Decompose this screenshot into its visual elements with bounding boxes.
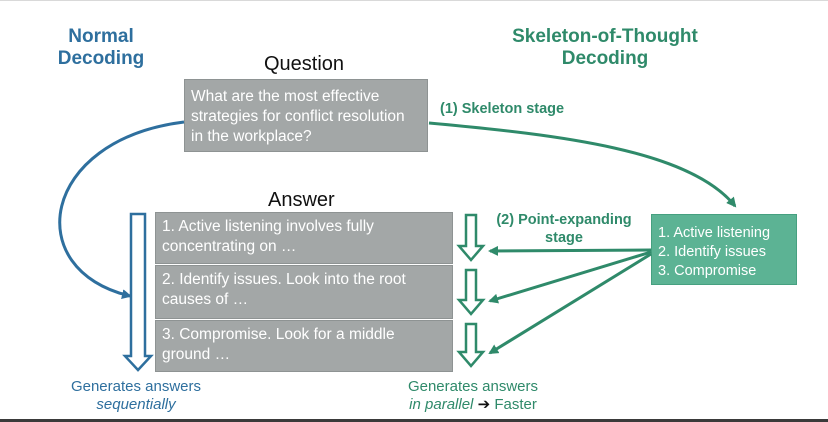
answer-box-1: 1. Active listening involves fully conce… [155, 212, 453, 264]
sot-heading-line2: Decoding [561, 48, 649, 69]
parallel-caption-faster: Faster [494, 396, 537, 413]
bottom-divider [0, 419, 828, 422]
parallel-caption: Generates answers in parallel ➔ Faster [388, 378, 558, 414]
faster-arrow-icon: ➔ [477, 396, 491, 413]
expand-arrow-1 [488, 245, 652, 256]
parallel-caption-italic: in parallel [409, 396, 474, 413]
sot-decoding-heading: Skeleton-of-Thought Decoding [490, 26, 720, 70]
parallel-caption-line1: Generates answers [407, 378, 539, 395]
answer-box-2: 2. Identify issues. Look into the root c… [155, 265, 453, 319]
point-expanding-label: (2) Point-expanding stage [484, 211, 644, 247]
normal-decoding-heading: Normal Decoding [40, 26, 162, 70]
skeleton-item-1: 1. Active listening [658, 225, 771, 241]
sequential-caption-line2: sequentially [96, 396, 176, 413]
sequential-caption-line1: Generates answers [70, 378, 202, 395]
expand-arrow-3 [488, 252, 652, 355]
sequential-caption: Generates answers sequentially [56, 378, 216, 414]
normal-heading-line2: Decoding [57, 48, 145, 69]
sequential-down-arrow-icon [122, 212, 154, 372]
point-expanding-line1: (2) Point-expanding [496, 212, 632, 228]
question-label: Question [264, 53, 345, 75]
top-divider [0, 0, 828, 1]
skeleton-box: 1. Active listening 2. Identify issues 3… [651, 214, 797, 285]
skeleton-item-3: 3. Compromise [658, 263, 757, 279]
skeleton-stage-label: (1) Skeleton stage [440, 101, 565, 117]
expand-arrow-2 [488, 250, 652, 304]
parallel-down-arrow-2-icon [456, 268, 486, 316]
skeleton-stage-curve-arrow [428, 121, 737, 208]
skeleton-item-2: 2. Identify issues [658, 244, 766, 260]
answer-label: Answer [268, 189, 335, 211]
question-box: What are the most effective strategies f… [184, 79, 428, 152]
point-expanding-line2: stage [545, 230, 583, 246]
sot-heading-line1: Skeleton-of-Thought [512, 26, 698, 47]
normal-decoding-curve-arrow [58, 120, 185, 300]
parallel-down-arrow-3-icon [456, 322, 486, 368]
normal-heading-line1: Normal [68, 26, 134, 47]
answer-box-3: 3. Compromise. Look for a middle ground … [155, 320, 453, 372]
parallel-down-arrow-1-icon [456, 213, 486, 262]
parallel-caption-line2: in parallel ➔ Faster [388, 396, 558, 414]
